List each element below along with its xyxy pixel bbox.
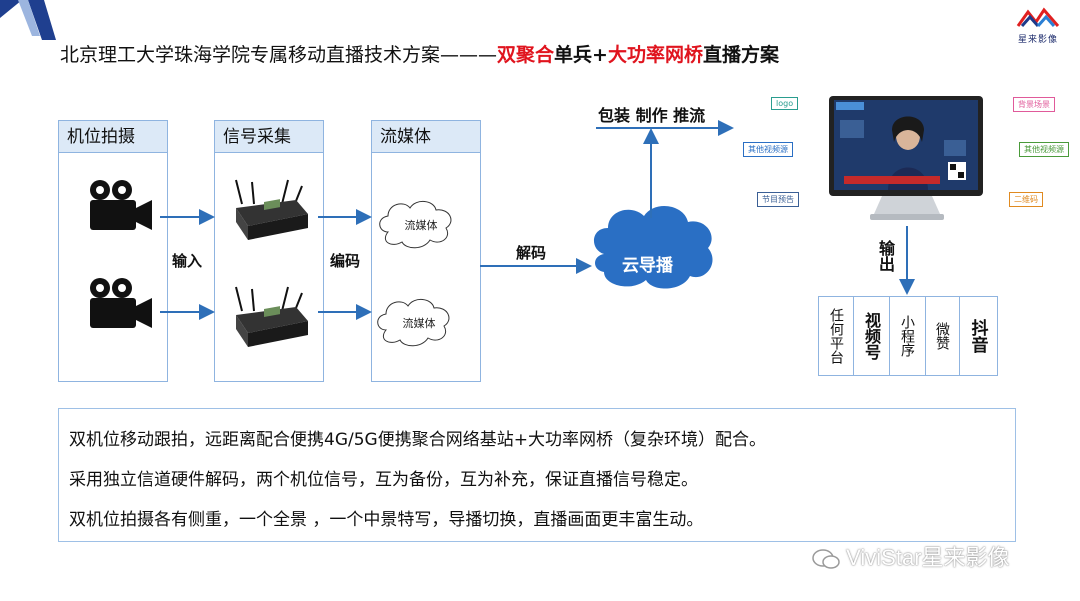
video-camera-icon xyxy=(90,278,152,328)
watermark: ViviStar星来影像 xyxy=(812,540,1010,572)
input-label: 输入 xyxy=(172,252,203,270)
camera-column: 机位拍摄 xyxy=(58,120,168,382)
tag-program-preview: 节目预告 xyxy=(757,192,799,207)
stream-column-header: 流媒体 xyxy=(372,121,480,153)
description-box: 双机位移动跟拍，远距离配合便携4G/5G便携聚合网络基站+大功率网桥（复杂环境）… xyxy=(58,408,1016,542)
package-push-label: 包装 制作 推流 xyxy=(598,106,706,125)
platform-weizan: 微赞 xyxy=(925,297,960,375)
description-line-3: 双机位拍摄各有侧重，一个全景 ，一个中景特写，导播切换，直播画面更丰富生动。 xyxy=(69,510,704,530)
output-label: 输出 xyxy=(876,240,895,272)
tag-qr-code: 二维码 xyxy=(1009,192,1043,207)
tag-background: 背景场景 xyxy=(1013,97,1055,112)
mountain-logo-icon xyxy=(1016,7,1060,27)
brand-logo-text: 星来影像 xyxy=(1017,35,1058,45)
router-device-icon xyxy=(235,179,308,240)
page-title: 北京理工大学珠海学院专属移动直播技术方案———双聚合单兵+大功率网桥直播方案 xyxy=(60,40,779,67)
corner-decoration xyxy=(0,0,56,40)
platform-mini-program: 小程序 xyxy=(889,297,926,375)
description-line-1: 双机位移动跟拍，远距离配合便携4G/5G便携聚合网络基站+大功率网桥（复杂环境）… xyxy=(69,430,766,450)
platform-douyin: 抖音 xyxy=(967,319,988,353)
platform-video-account: 视频号 xyxy=(853,297,890,375)
cloud-director-label: 云导播 xyxy=(622,256,673,276)
stream-cloud-1 xyxy=(379,201,452,249)
title-red-2: 大功率网桥 xyxy=(607,44,703,66)
encode-label: 编码 xyxy=(330,252,361,270)
cloud-director-cloud xyxy=(593,205,713,289)
monitor-icon xyxy=(829,96,983,220)
title-prefix: 北京理工大学珠海学院专属移动直播技术方案——— xyxy=(60,44,498,66)
watermark-text: ViviStar星来影像 xyxy=(846,545,1010,570)
title-black-1: 单兵+ xyxy=(554,44,608,66)
camera-column-header: 机位拍摄 xyxy=(59,121,167,153)
brand-logo: 星来影像 xyxy=(1010,6,1066,46)
stream-cloud-2 xyxy=(377,299,450,347)
video-camera-icon xyxy=(90,180,152,230)
wechat-icon xyxy=(812,549,840,569)
description-line-2: 采用独立信道硬件解码，两个机位信号，互为备份，互为补充，保证直播信号稳定。 xyxy=(69,470,698,490)
title-red-1: 双聚合 xyxy=(497,44,555,66)
platform-any: 任何平台 xyxy=(819,297,854,375)
decode-label: 解码 xyxy=(516,244,547,262)
platform-list: 任何平台 视频号 小程序 微赞 抖音 xyxy=(818,296,998,376)
tag-other-source-right: 其他视频源 xyxy=(1019,142,1069,157)
signal-column-header: 信号采集 xyxy=(215,121,323,153)
router-device-icon xyxy=(235,286,308,347)
tag-logo: logo xyxy=(771,97,799,110)
title-black-2: 直播方案 xyxy=(702,44,779,66)
stream-cloud-2-label: 流媒体 xyxy=(402,317,436,330)
tag-other-source-left: 其他视频源 xyxy=(743,142,793,157)
stream-cloud-1-label: 流媒体 xyxy=(404,219,438,232)
